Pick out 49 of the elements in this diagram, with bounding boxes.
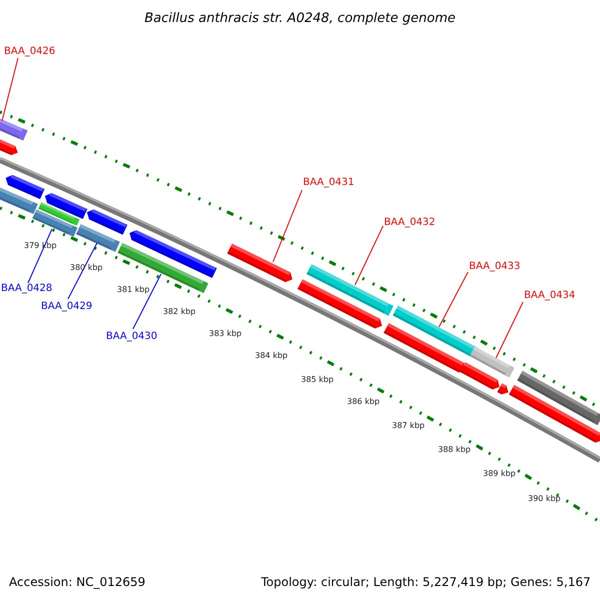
gene-label: BAA_0433 — [469, 262, 520, 272]
gene-feature — [470, 346, 514, 378]
gene-feature — [0, 136, 18, 156]
gene-label: BAA_0434 — [524, 291, 576, 301]
gene-label: BAA_0430 — [106, 332, 158, 342]
leader-line — [496, 302, 524, 358]
leader-line — [2, 58, 18, 122]
scale-label: 389 kbp — [483, 470, 516, 478]
gene-feature — [392, 306, 480, 358]
gene-feature — [44, 192, 88, 219]
gene-feature — [227, 244, 292, 282]
scale-label: 381 kbp — [117, 286, 150, 294]
leader-line — [354, 226, 384, 286]
gene-feature — [298, 279, 382, 328]
gene-feature — [517, 370, 600, 426]
leader-line — [132, 274, 162, 330]
leader-line — [272, 190, 302, 262]
gene-label: BAA_0429 — [41, 302, 92, 312]
gene-feature — [460, 362, 500, 390]
gene-feature — [6, 174, 45, 200]
gene-feature — [86, 208, 128, 235]
gene-feature — [76, 224, 120, 252]
gene-feature — [38, 202, 80, 226]
gene-label: BAA_0428 — [1, 284, 52, 294]
gene-label: BAA_0432 — [384, 218, 436, 228]
gene-feature — [130, 230, 217, 278]
scale-label: 386 kbp — [347, 398, 380, 406]
scale-label: 387 kbp — [392, 422, 425, 430]
scale-label: 384 kbp — [255, 352, 288, 360]
gene-feature — [0, 186, 38, 214]
genome-summary-text: Topology: circular; Length: 5,227,419 bp; Genes: 5,167 — [261, 576, 591, 588]
gene-label: BAA_0431 — [303, 178, 354, 188]
gene-feature — [306, 264, 394, 316]
gene-feature — [384, 323, 466, 373]
scale-label: 382 kbp — [163, 308, 196, 316]
gene-feature — [508, 384, 600, 443]
gene-feature — [497, 383, 508, 394]
gene-feature — [32, 209, 78, 237]
gene-label: BAA_0426 — [4, 47, 56, 57]
diagram-title: Bacillus anthracis str. A0248, complete genome — [143, 12, 457, 25]
leader-line — [28, 228, 52, 284]
scale-label: 388 kbp — [438, 446, 471, 454]
gene-feature — [118, 242, 208, 294]
leader-line — [68, 242, 98, 300]
scale-label: 383 kbp — [209, 330, 242, 338]
scale-label: 385 kbp — [301, 376, 334, 384]
accession-text: Accession: NC_012659 — [9, 576, 146, 588]
leader-line — [438, 272, 468, 328]
scale-label: 390 kbp — [528, 495, 561, 503]
